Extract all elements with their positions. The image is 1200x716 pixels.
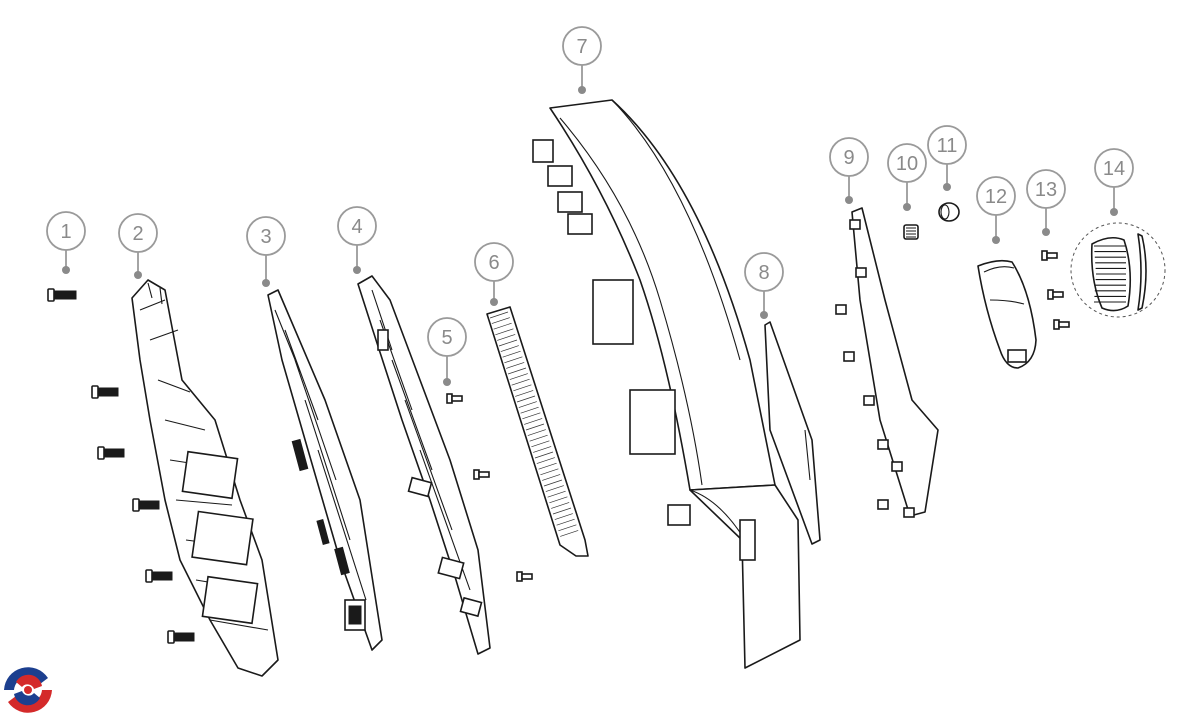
screw <box>145 569 173 583</box>
callout-number: 6 <box>488 252 499 274</box>
callout-1: 1 <box>46 211 86 274</box>
part-12-knob-housing <box>977 259 1037 369</box>
callout-circle <box>427 317 467 357</box>
callout-dot <box>353 266 361 274</box>
callout-dot <box>490 298 498 306</box>
callout-dot <box>134 271 142 279</box>
callout-3: 3 <box>246 216 286 287</box>
callout-10: 10 <box>887 143 927 211</box>
screw <box>47 288 77 302</box>
callout-number: 4 <box>351 216 362 238</box>
screw <box>97 446 125 460</box>
part-2-rear-housing <box>131 279 279 677</box>
callout-12: 12 <box>976 176 1016 244</box>
callout-circle <box>887 143 927 183</box>
callout-number: 1 <box>60 221 71 243</box>
callout-number: 12 <box>985 186 1007 208</box>
callout-circle <box>976 176 1016 216</box>
small-screw <box>473 469 490 480</box>
callout-8: 8 <box>744 252 784 319</box>
callout-7: 7 <box>562 26 602 94</box>
part-10-spring <box>903 224 919 240</box>
callout-11: 11 <box>927 125 967 191</box>
callout-13: 13 <box>1026 169 1066 236</box>
part-13-screws <box>1041 250 1070 330</box>
callout-circle <box>474 242 514 282</box>
part-8-display-panel <box>764 321 821 545</box>
small-screw <box>1041 250 1058 261</box>
callout-number: 11 <box>937 135 958 157</box>
small-screw <box>446 393 463 404</box>
callout-dot <box>760 311 768 319</box>
part-4-board-frame <box>357 275 491 655</box>
callout-dot <box>1042 228 1050 236</box>
small-screw <box>516 571 533 582</box>
callout-circle <box>829 137 869 177</box>
callout-circle <box>562 26 602 66</box>
part-9-front-plate <box>835 207 939 518</box>
part-3-circuit-board <box>267 289 383 651</box>
callout-6: 6 <box>474 242 514 306</box>
callout-dot <box>992 236 1000 244</box>
part-7-front-housing <box>532 99 801 669</box>
callout-2: 2 <box>118 213 158 279</box>
brand-logo-icon <box>4 666 52 714</box>
callout-circle <box>744 252 784 292</box>
callout-circle <box>118 213 158 253</box>
callout-number: 5 <box>441 327 452 349</box>
screw <box>91 385 119 399</box>
callout-number: 10 <box>896 153 918 175</box>
callout-number: 8 <box>758 262 769 284</box>
callout-number: 14 <box>1103 158 1125 180</box>
callout-circle <box>337 206 377 246</box>
small-screw <box>1047 289 1064 300</box>
callout-5: 5 <box>427 317 467 386</box>
callout-circle <box>1026 169 1066 209</box>
callout-dot <box>903 203 911 211</box>
callout-number: 2 <box>132 223 143 245</box>
callout-circle <box>246 216 286 256</box>
callout-number: 3 <box>260 226 271 248</box>
callout-dot <box>62 266 70 274</box>
callout-number: 13 <box>1035 179 1057 201</box>
callout-dot <box>845 196 853 204</box>
part-5-small-screws <box>446 393 533 582</box>
callout-circle <box>927 125 967 165</box>
part-14-knob-detail <box>1070 222 1166 318</box>
callout-dot <box>578 86 586 94</box>
part-1-screws <box>47 288 195 644</box>
callout-number: 9 <box>843 147 854 169</box>
callout-dot <box>1110 208 1118 216</box>
callout-dot <box>443 378 451 386</box>
callout-circle <box>1094 148 1134 188</box>
callout-dot <box>262 279 270 287</box>
callout-circle <box>46 211 86 251</box>
small-screw <box>1053 319 1070 330</box>
callout-14: 14 <box>1094 148 1134 216</box>
callout-4: 4 <box>337 206 377 274</box>
callout-dot <box>943 183 951 191</box>
part-11-cap <box>938 202 960 222</box>
callout-number: 7 <box>576 36 587 58</box>
screw <box>132 498 160 512</box>
callout-9: 9 <box>829 137 869 204</box>
screw <box>167 630 195 644</box>
part-6-ribbon-strip <box>486 306 589 557</box>
